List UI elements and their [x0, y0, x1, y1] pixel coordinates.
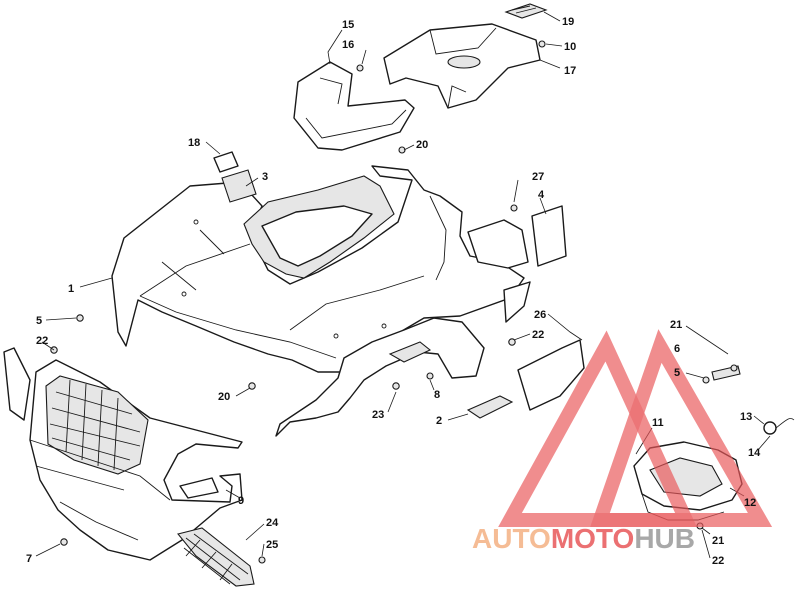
part-2-reflector — [466, 395, 514, 419]
callout-14: 14 — [748, 447, 761, 459]
callout-9: 9 — [238, 495, 244, 507]
watermark-text-auto: AUTO — [472, 523, 551, 554]
part-13-bulb — [763, 418, 795, 435]
callout-1: 1 — [68, 283, 74, 295]
watermark-logo: AUTOMOTOHUB — [472, 329, 773, 554]
callout-7: 7 — [26, 553, 32, 565]
part-19-decal — [504, 3, 548, 19]
callout-21a: 21 — [670, 319, 682, 331]
callout-15: 15 — [342, 19, 354, 31]
part-9-bumper — [3, 347, 243, 561]
part-3-decal — [221, 169, 257, 203]
watermark-text-moto: MOTO — [551, 523, 634, 554]
part-4-decal — [531, 205, 567, 267]
part-24-grille-insert — [177, 527, 255, 587]
callout-18: 18 — [188, 137, 200, 149]
callout-23: 23 — [372, 409, 384, 421]
callout-26: 26 — [534, 309, 546, 321]
part-fender-lower — [275, 317, 485, 437]
callout-27: 27 — [532, 171, 544, 183]
callout-8: 8 — [434, 389, 440, 401]
callout-21b: 21 — [712, 535, 724, 547]
callout-13: 13 — [740, 411, 752, 423]
svg-text:AUTOMOTOHUB: AUTOMOTOHUB — [472, 523, 695, 554]
callout-22a: 22 — [36, 335, 48, 347]
watermark-triangle-right — [590, 329, 773, 527]
callout-19: 19 — [562, 16, 574, 28]
callout-16: 16 — [342, 39, 354, 51]
callout-22c: 22 — [712, 555, 724, 567]
callout-10: 10 — [564, 41, 576, 53]
callout-25: 25 — [266, 539, 278, 551]
callout-3: 3 — [262, 171, 268, 183]
callout-6: 6 — [674, 343, 680, 355]
callout-4: 4 — [538, 189, 545, 201]
callout-20a: 20 — [218, 391, 230, 403]
callout-17: 17 — [564, 65, 576, 77]
callout-22b: 22 — [532, 329, 544, 341]
part-1-front-fender — [111, 165, 531, 373]
callout-12: 12 — [744, 497, 756, 509]
leader-lines — [35, 11, 771, 559]
callout-11: 11 — [652, 417, 664, 429]
callout-5b: 5 — [674, 367, 680, 379]
part-17-console — [383, 23, 541, 109]
callout-24: 24 — [266, 517, 279, 529]
callout-2: 2 — [436, 415, 442, 427]
watermark-text-hub: HUB — [634, 523, 695, 554]
fasteners — [50, 40, 738, 564]
part-26-decal — [517, 339, 585, 411]
callout-5a: 5 — [36, 315, 42, 327]
callout-labels: 1 2 3 4 5 5 6 7 8 9 10 11 12 13 14 15 16… — [26, 16, 761, 567]
part-15-pad — [293, 61, 415, 151]
callout-20b: 20 — [416, 139, 428, 151]
part-18-decal — [213, 151, 239, 173]
